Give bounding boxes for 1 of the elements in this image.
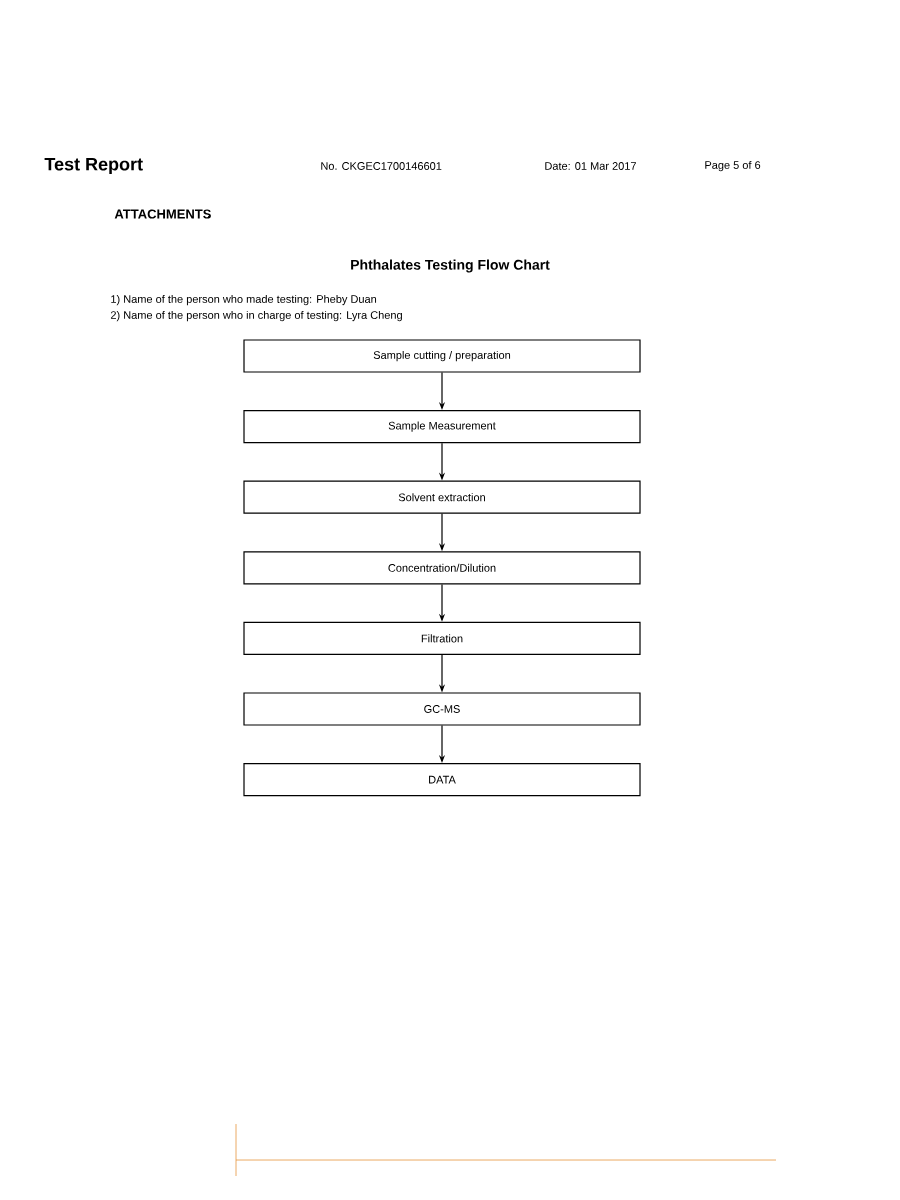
header-title: Test Report	[44, 157, 143, 175]
